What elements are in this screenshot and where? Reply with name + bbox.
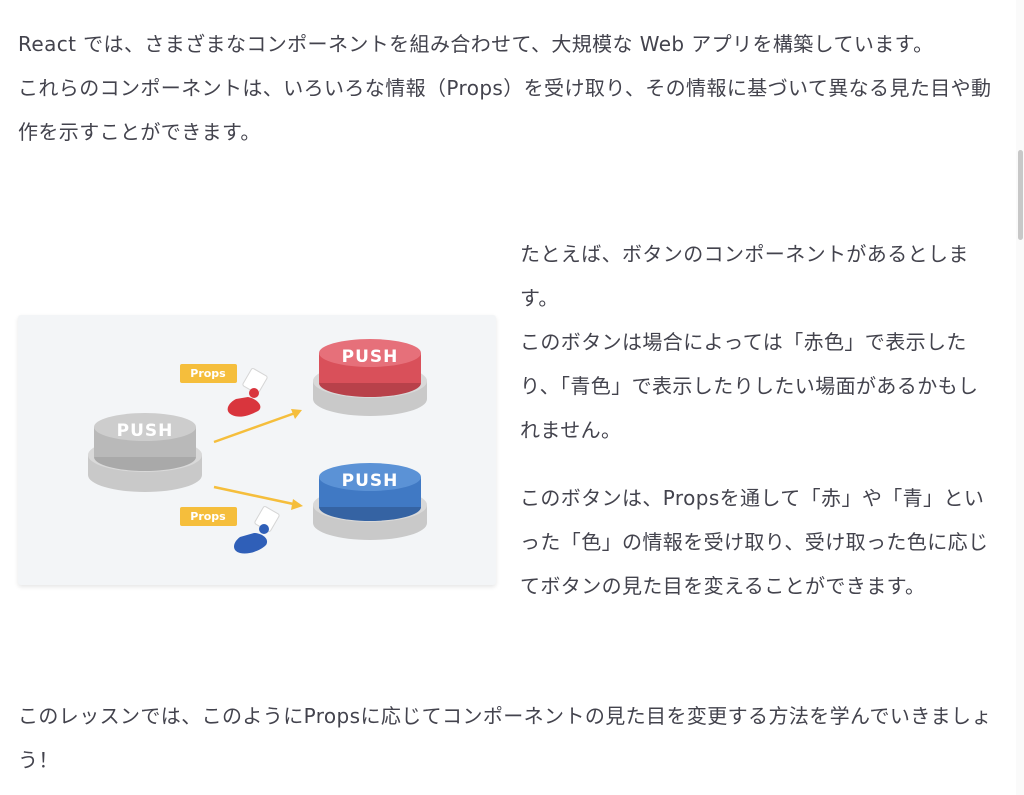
props-diagram: PUSH PUSH PUSH xyxy=(88,339,427,554)
summary-paragraph: このレッスンでは、このようにPropsに応じてコンポーネントの見た目を変更する方… xyxy=(18,704,992,772)
example-section: PUSH PUSH PUSH xyxy=(18,232,998,662)
props-illustration: PUSH PUSH PUSH xyxy=(18,315,496,585)
intro-paragraph-2: これらのコンポーネントは、いろいろな情報（Props）を受け取り、その情報に基づ… xyxy=(18,76,992,144)
intro-paragraph-1: React では、さまざまなコンポーネントを組み合わせて、大規模な Web アプ… xyxy=(18,32,934,56)
red-button-label: PUSH xyxy=(342,347,399,367)
arrow-up xyxy=(213,409,302,444)
red-button-graphic: PUSH xyxy=(313,339,427,416)
blue-button-label: PUSH xyxy=(342,471,399,491)
example-paragraph-2: このボタンは場合によっては「赤色」で表示したり、「青色」で表示したりしたい場面が… xyxy=(520,330,979,442)
scrollbar-thumb[interactable] xyxy=(1018,150,1023,240)
red-paint-can-icon xyxy=(227,368,268,417)
props-tag-bottom-label: Props xyxy=(190,510,226,523)
props-tag-top: Props xyxy=(180,364,237,383)
intro-section: React では、さまざまなコンポーネントを組み合わせて、大規模な Web アプ… xyxy=(18,22,993,154)
example-paragraph-1: たとえば、ボタンのコンポーネントがあるとします。 xyxy=(520,242,969,310)
arrow-down xyxy=(213,485,303,510)
scrollbar[interactable] xyxy=(1016,0,1024,795)
blue-button-graphic: PUSH xyxy=(313,463,427,540)
gray-button-label: PUSH xyxy=(117,421,174,441)
props-tag-top-label: Props xyxy=(190,367,226,380)
gray-button-graphic: PUSH xyxy=(88,413,202,492)
lesson-summary: このレッスンでは、このようにPropsに応じてコンポーネントの見た目を変更する方… xyxy=(18,694,993,782)
blue-paint-can-icon xyxy=(234,506,280,554)
example-paragraph-3: このボタンは、Propsを通して「赤」や「青」といった「色」の情報を受け取り、受… xyxy=(520,486,989,598)
example-text: たとえば、ボタンのコンポーネントがあるとします。 このボタンは場合によっては「赤… xyxy=(520,232,990,608)
props-tag-bottom: Props xyxy=(180,507,237,526)
